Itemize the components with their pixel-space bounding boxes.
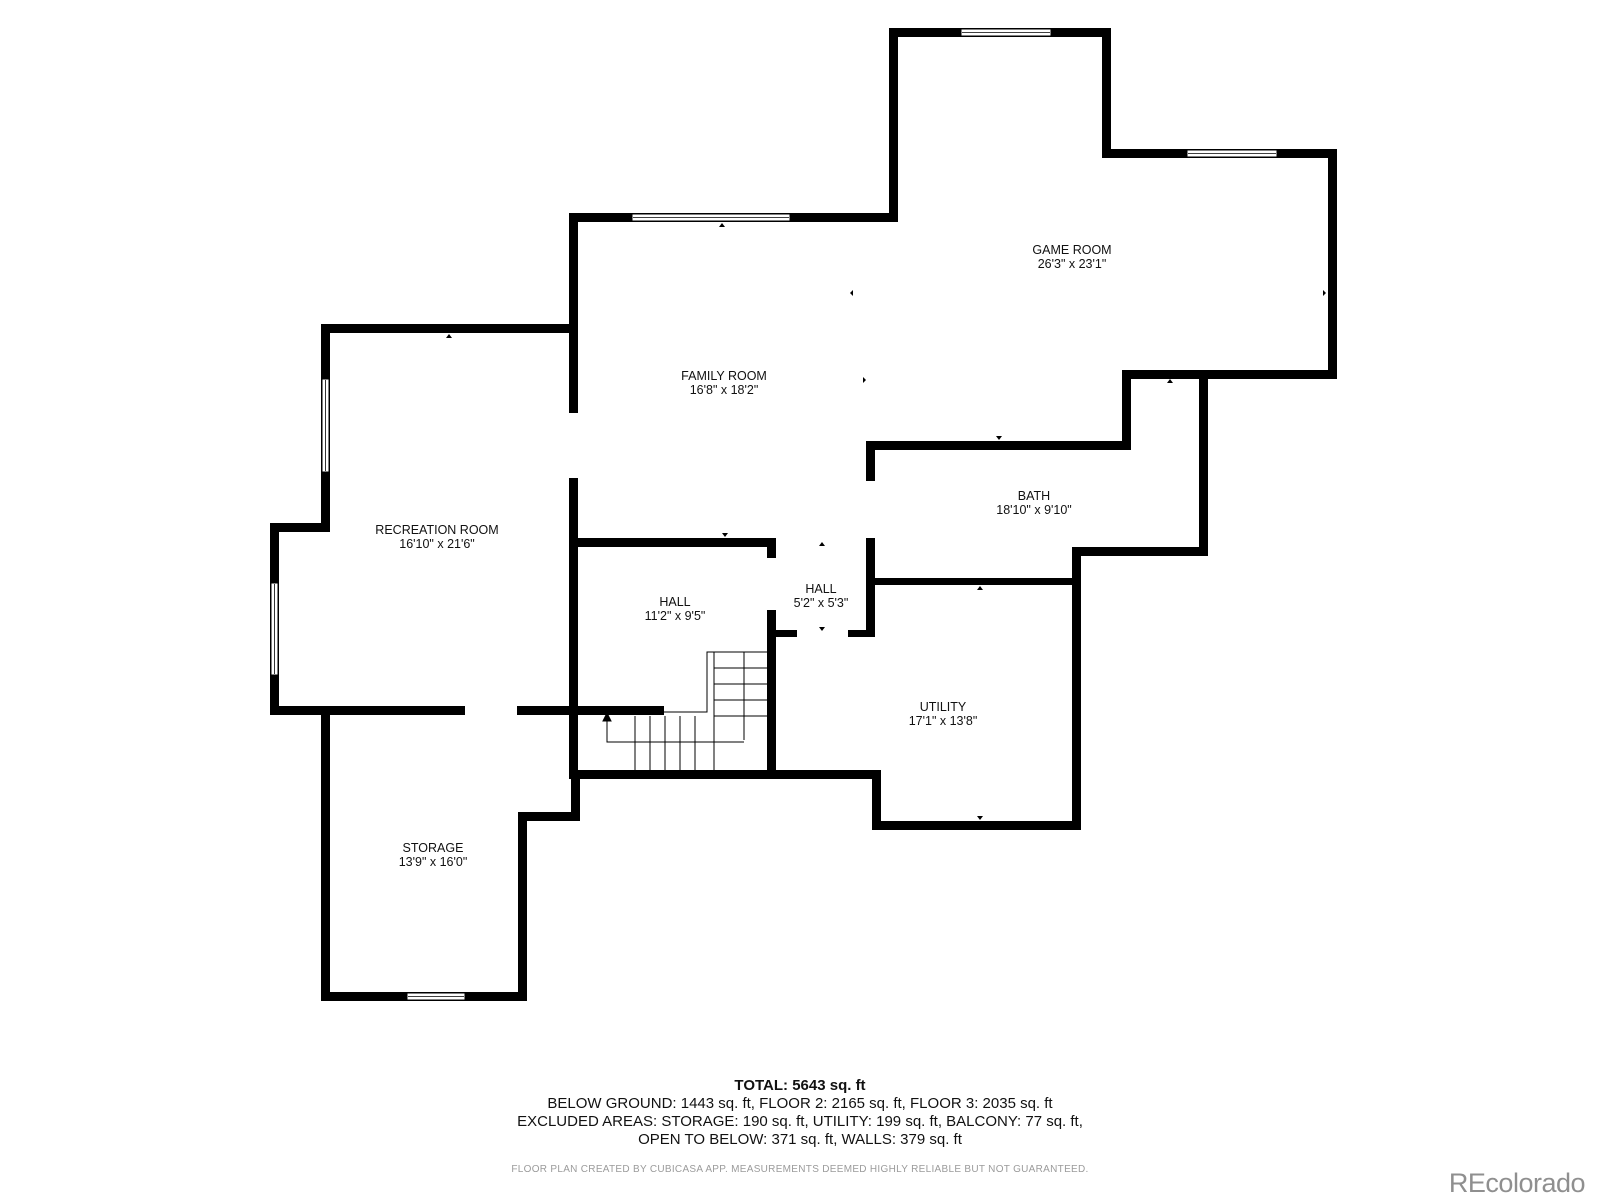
- room-label-storage: STORAGE 13'9" x 16'0": [399, 841, 468, 869]
- room-dimensions: 11'2" x 9'5": [644, 609, 706, 623]
- total-area: TOTAL: 5643 sq. ft: [734, 1077, 866, 1094]
- room-dimensions: 5'2" x 5'3": [793, 596, 849, 610]
- room-name: HALL: [805, 582, 837, 596]
- room-label-utility: UTILITY 17'1" x 13'8": [909, 700, 978, 728]
- room-label-family-room: FAMILY ROOM 16'8" x 18'2": [681, 369, 767, 397]
- watermark-logo: REcolorado: [1448, 1168, 1586, 1198]
- room-name: UTILITY: [919, 700, 967, 714]
- room-name: BATH: [1017, 489, 1051, 503]
- measurement-marks: [446, 223, 1326, 820]
- room-name: FAMILY ROOM: [681, 369, 767, 383]
- room-name: GAME ROOM: [1032, 243, 1112, 257]
- room-label-recreation-room: RECREATION ROOM 16'10" x 21'6": [375, 523, 498, 551]
- room-dimensions: 26'3" x 23'1": [1037, 257, 1107, 271]
- room-dimensions: 16'8" x 18'2": [689, 383, 759, 397]
- room-name: HALL: [659, 595, 691, 609]
- room-dimensions: 16'10" x 21'6": [399, 537, 475, 551]
- room-dimensions: 18'10" x 9'10": [996, 503, 1072, 517]
- room-dimensions: 13'9" x 16'0": [398, 855, 468, 869]
- room-label-hall-large: HALL 11'2" x 9'5": [645, 595, 706, 623]
- disclaimer: FLOOR PLAN CREATED BY CUBICASA APP. MEAS…: [511, 1164, 1089, 1175]
- excluded-areas: EXCLUDED AREAS: STORAGE: 190 sq. ft, UTI…: [517, 1113, 1083, 1130]
- room-dimensions: 17'1" x 13'8": [908, 714, 978, 728]
- room-label-bath: BATH 18'10" x 9'10": [996, 489, 1072, 517]
- staircase: [602, 651, 769, 770]
- excluded-areas-continued: OPEN TO BELOW: 371 sq. ft, WALLS: 379 sq…: [638, 1131, 962, 1148]
- room-name: RECREATION ROOM: [375, 523, 499, 537]
- area-summary: TOTAL: 5643 sq. ft BELOW GROUND: 1443 sq…: [0, 1077, 1600, 1149]
- room-label-hall-small: HALL 5'2" x 5'3": [794, 582, 849, 610]
- floor-areas: BELOW GROUND: 1443 sq. ft, FLOOR 2: 2165…: [547, 1095, 1053, 1112]
- room-label-game-room: GAME ROOM 26'3" x 23'1": [1032, 243, 1111, 271]
- room-name: STORAGE: [402, 841, 464, 855]
- windows: [270, 28, 1278, 1001]
